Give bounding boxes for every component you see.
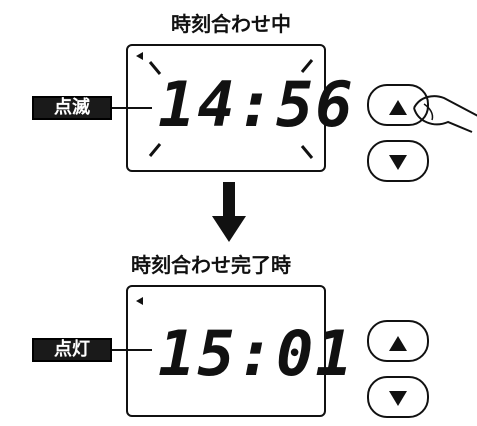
triangle-up-icon — [389, 336, 407, 351]
down-arrow-icon — [212, 182, 246, 242]
done-up-button[interactable] — [367, 320, 429, 362]
done-lcd-screen: 15:01 — [126, 285, 353, 417]
blink-label: 点滅 — [32, 96, 112, 120]
mode-indicator-icon — [136, 297, 143, 305]
blink-indicator-marks — [136, 52, 314, 159]
lit-label: 点灯 — [32, 338, 112, 362]
setting-up-button[interactable] — [367, 84, 429, 126]
done-title: 時刻合わせ完了時 — [131, 253, 291, 277]
triangle-down-icon — [389, 391, 407, 406]
setting-title: 時刻合わせ中 — [171, 12, 291, 36]
pressing-finger-icon — [413, 95, 477, 133]
done-down-button[interactable] — [367, 376, 429, 418]
lit-leader-line — [112, 349, 152, 351]
done-indicator-marks — [136, 297, 143, 305]
triangle-down-icon — [389, 155, 407, 170]
setting-time-display: 14:56 — [158, 68, 355, 141]
setting-down-button[interactable] — [367, 140, 429, 182]
blink-leader-line — [112, 107, 152, 109]
done-time-display: 15:01 — [158, 317, 355, 390]
mode-indicator-icon — [136, 52, 143, 60]
triangle-up-icon — [389, 100, 407, 115]
setting-lcd-screen: 14:56 — [126, 44, 353, 172]
